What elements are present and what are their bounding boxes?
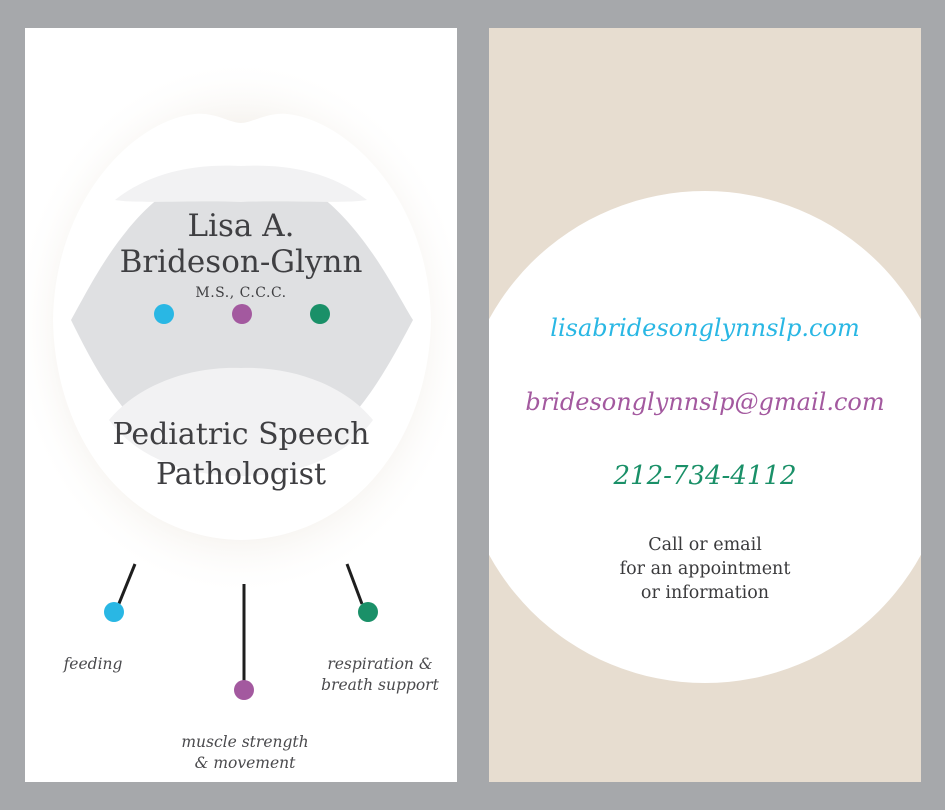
name-first-line: Lisa A.: [187, 208, 295, 244]
label-feeding: feeding: [43, 654, 143, 675]
label-respiration: respiration & breath support: [310, 654, 450, 696]
profession-title-line1: Pediatric Speech: [112, 417, 370, 452]
label-muscle-line2: & movement: [194, 754, 296, 772]
business-card-back: lisabridesonglynnslp.com bridesonglynnsl…: [489, 28, 921, 782]
label-feeding-text: feeding: [63, 655, 123, 673]
pointer-line-feeding: [116, 563, 137, 607]
mouth-illustration: [25, 58, 457, 700]
pointer-dot-muscle: [234, 680, 254, 700]
label-respiration-line1: respiration &: [327, 655, 433, 673]
website-link[interactable]: lisabridesonglynnslp.com: [550, 314, 860, 342]
pointer-line-respiration: [345, 563, 364, 605]
lower-teeth: [109, 367, 373, 476]
phone-number[interactable]: 212-734-4112: [613, 461, 797, 491]
back-circle: [489, 191, 921, 683]
credentials: M.S., C.C.C.: [195, 285, 287, 301]
cta-line2: for an appointment: [619, 559, 791, 579]
business-card-front: Lisa A. Brideson-Glynn M.S., C.C.C. Pedi…: [25, 28, 457, 782]
upper-teeth: [115, 165, 367, 202]
cta-line1: Call or email: [648, 535, 762, 555]
profession-title-line2: Pathologist: [155, 457, 327, 492]
email-link[interactable]: bridesonglynnslp@gmail.com: [525, 388, 885, 416]
label-respiration-line2: breath support: [321, 676, 439, 694]
label-muscle: muscle strength & movement: [175, 732, 315, 774]
dot-cyan: [154, 304, 174, 324]
label-muscle-line1: muscle strength: [181, 733, 309, 751]
dot-green: [310, 304, 330, 324]
pointer-dot-feeding: [104, 602, 124, 622]
cta-line3: or information: [640, 583, 770, 603]
pointer-dot-respiration: [358, 602, 378, 622]
dot-purple: [232, 304, 252, 324]
name-last-line: Brideson-Glynn: [119, 244, 363, 280]
